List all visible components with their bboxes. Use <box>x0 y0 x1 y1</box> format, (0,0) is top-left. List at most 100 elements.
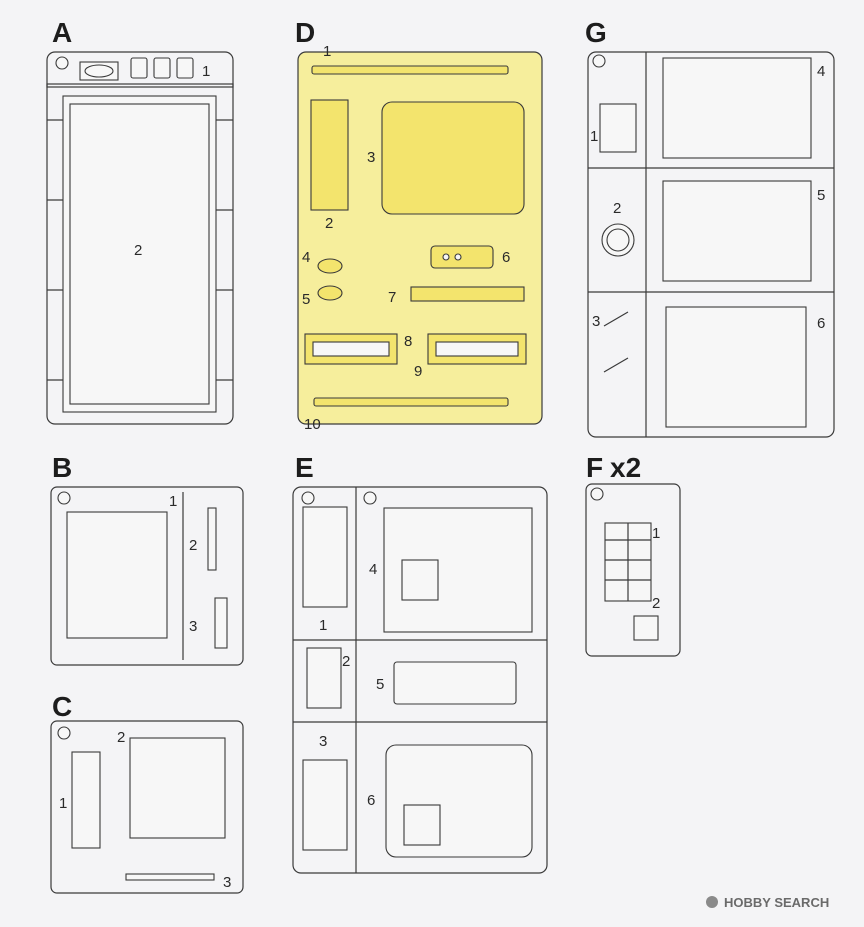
runner-a-gates <box>47 119 233 381</box>
runner-f-part-2 <box>633 615 659 641</box>
runner-d-label-10: 10 <box>304 416 321 433</box>
runner-d-part-10 <box>313 397 509 407</box>
runner-e-label-2: 2 <box>342 653 350 670</box>
runner-e-label-3: 3 <box>319 733 327 750</box>
runner-a-title: A <box>52 17 72 48</box>
runner-d-part-6-hole-b <box>454 253 462 261</box>
runner-e-title: E <box>295 452 314 483</box>
runner-d-part-9-inner <box>435 341 519 357</box>
runner-g-part-5 <box>662 180 812 282</box>
runner-d-label-3: 3 <box>367 149 375 166</box>
runner-d-part-8-inner <box>312 341 390 357</box>
runner-f-label-1: 1 <box>652 525 660 542</box>
runner-d-part-2 <box>310 99 349 211</box>
runner-b-part-1 <box>66 511 168 639</box>
runner-d: D 1 2 3 4 5 6 7 8 9 10 <box>295 17 543 433</box>
runner-c-part-3 <box>125 873 215 881</box>
runner-g-part-2-inner <box>606 228 630 252</box>
runner-e-gates <box>293 487 547 873</box>
runner-g: G 1 2 3 4 5 6 <box>585 17 835 438</box>
runner-a-part-2-inner <box>69 103 210 405</box>
runner-e-frame <box>292 486 548 874</box>
runner-d-part-6 <box>430 245 494 269</box>
runner-e-label-6: 6 <box>367 792 375 809</box>
runner-d-label-4: 4 <box>302 249 310 266</box>
runner-e-label-1: 1 <box>319 617 327 634</box>
runner-c-label-1: 1 <box>59 795 67 812</box>
runner-c-part-2 <box>129 737 226 839</box>
runner-b-frame <box>50 486 244 666</box>
runner-f-title: F <box>586 452 603 483</box>
runner-g-title: G <box>585 17 607 48</box>
runner-d-part-5 <box>317 285 343 301</box>
runner-a-ejector-circle <box>55 56 69 70</box>
runner-g-label-5: 5 <box>817 187 825 204</box>
runner-e-part-1 <box>302 506 348 608</box>
runner-f-ejector-circle <box>590 487 604 501</box>
runner-e-part-4-square <box>401 559 439 601</box>
runner-e-ejector-right <box>363 491 377 505</box>
runner-c-frame <box>50 720 244 894</box>
runner-d-label-8: 8 <box>404 333 412 350</box>
runner-b-part-2 <box>207 507 217 571</box>
runner-g-gates <box>588 52 834 437</box>
runner-e-label-4: 4 <box>369 561 377 578</box>
runner-b-label-3: 3 <box>189 618 197 635</box>
runner-d-label-6: 6 <box>502 249 510 266</box>
runner-e-part-2 <box>306 647 342 709</box>
runner-d-part-1 <box>311 65 509 75</box>
runner-f-label-2: 2 <box>652 595 660 612</box>
runner-d-label-7: 7 <box>388 289 396 306</box>
runner-f-part-1-grid <box>605 523 651 601</box>
maker-logo-icon <box>84 64 114 78</box>
runner-e-part-6-square <box>403 804 441 846</box>
runner-a-label-2: 2 <box>134 242 142 259</box>
runner-g-part-4 <box>662 57 812 159</box>
runner-a-frame <box>46 51 234 425</box>
runner-a-part-1c <box>176 57 194 79</box>
runner-g-part-1 <box>599 103 637 153</box>
runner-c-label-2: 2 <box>117 729 125 746</box>
runner-d-label-9: 9 <box>414 363 422 380</box>
runner-d-part-6-hole-a <box>442 253 450 261</box>
runner-b-ejector-circle <box>57 491 71 505</box>
runner-g-ejector-circle <box>592 54 606 68</box>
runner-d-title: D <box>295 17 315 48</box>
watermark-text: HOBBY SEARCH <box>724 895 829 910</box>
runner-e-part-5 <box>393 661 517 705</box>
runner-g-label-2: 2 <box>613 200 621 217</box>
runner-f-frame <box>585 483 681 657</box>
runner-e-label-5: 5 <box>376 676 384 693</box>
runner-c-label-3: 3 <box>223 874 231 891</box>
runner-d-part-3 <box>381 101 525 215</box>
runner-b-title: B <box>52 452 72 483</box>
runner-c-part-1 <box>71 751 101 849</box>
runner-g-label-1: 1 <box>590 128 598 145</box>
runner-f: F x2 1 2 <box>585 452 681 657</box>
runner-d-label-2: 2 <box>325 215 333 232</box>
hobby-search-logo-icon <box>706 896 718 908</box>
runner-d-label-5: 5 <box>302 291 310 308</box>
runner-g-label-6: 6 <box>817 315 825 332</box>
runner-e: E 1 2 3 4 5 6 <box>292 452 548 874</box>
runner-a: A 1 2 <box>46 17 234 425</box>
runner-c-title: C <box>52 691 72 722</box>
runner-d-part-4 <box>317 258 343 274</box>
runner-g-part-3 <box>603 311 629 373</box>
runner-b: B 1 2 3 <box>50 452 244 666</box>
runner-b-part-3 <box>214 597 228 649</box>
runner-b-label-1: 1 <box>169 493 177 510</box>
runner-g-label-3: 3 <box>592 313 600 330</box>
runner-f-multiplier: x2 <box>610 452 641 483</box>
runner-b-label-2: 2 <box>189 537 197 554</box>
runner-a-crossbar <box>46 83 234 88</box>
runner-a-part-1a <box>130 57 148 79</box>
runner-a-part-1b <box>153 57 171 79</box>
runner-c: C 1 2 3 <box>50 691 244 894</box>
runner-d-part-7 <box>410 286 525 302</box>
runner-g-label-4: 4 <box>817 63 825 80</box>
watermark: HOBBY SEARCH <box>706 895 829 910</box>
runner-g-part-6 <box>665 306 807 428</box>
runner-e-part-3 <box>302 759 348 851</box>
